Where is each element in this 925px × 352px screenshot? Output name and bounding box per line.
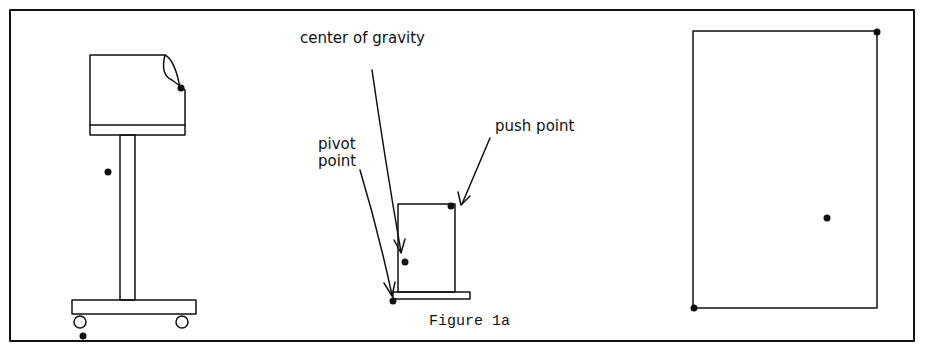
label-text: pivot point: [318, 136, 368, 171]
label-text: push point: [495, 118, 574, 135]
label-text: center of gravity: [300, 30, 425, 47]
tipping-block: [393, 204, 470, 299]
leader-arrow: [360, 70, 490, 296]
monitor-cart: [72, 55, 196, 328]
marked-point: [80, 29, 881, 340]
large-block: [693, 31, 877, 308]
figure-caption: Figure 1a: [426, 313, 513, 330]
figure-frame: [10, 10, 914, 341]
